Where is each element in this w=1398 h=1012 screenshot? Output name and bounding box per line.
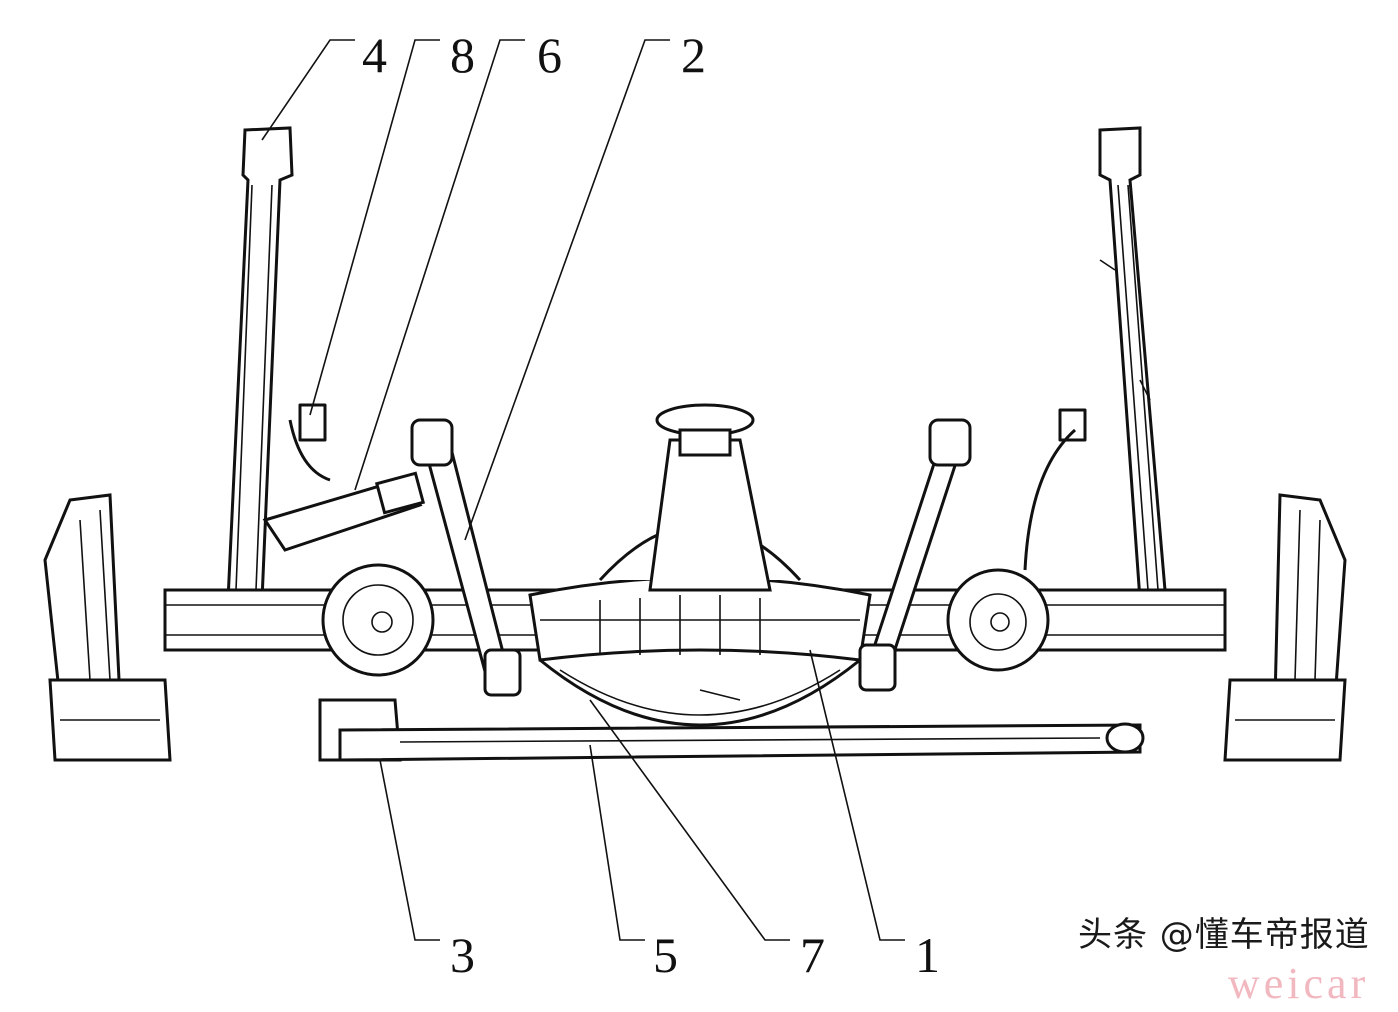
callout-4: 4: [362, 27, 387, 83]
lower-links: [410, 418, 972, 697]
panhard-rod: [338, 722, 1145, 762]
brackets: [288, 403, 1087, 571]
callout-2: 2: [681, 27, 706, 83]
shock-absorber: [262, 471, 426, 552]
right-upper-arm: [1098, 126, 1167, 603]
right-hub: [946, 568, 1050, 672]
callout-3: 3: [450, 927, 475, 983]
watermark-overlay: weicar: [1228, 959, 1370, 1008]
brake-assemblies: [43, 493, 1347, 762]
axle-housing: [163, 403, 1227, 727]
leader-lines: [261, 39, 905, 941]
callout-7: 7: [800, 927, 825, 983]
callout-5: 5: [653, 927, 678, 983]
callout-1: 1: [915, 927, 940, 983]
callout-6: 6: [537, 27, 562, 83]
watermark-text: 头条 @懂车帝报道: [1078, 915, 1370, 955]
callout-8: 8: [450, 27, 475, 83]
